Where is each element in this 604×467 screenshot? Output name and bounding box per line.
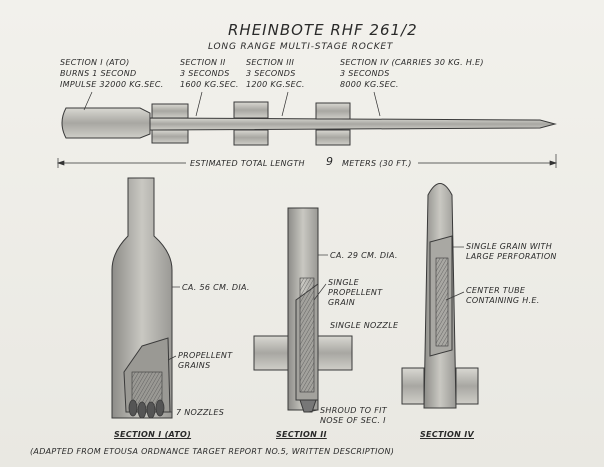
section-one-nozzles: 7 NOZZLES xyxy=(176,408,225,417)
section-four-grain: SINGLE GRAIN WITH LARGE PERFORATION xyxy=(466,242,557,261)
section-four-name: SECTION IV (CARRIES 30 KG. H.E) xyxy=(340,58,484,67)
section-two-grain: SINGLE PROPELLENT GRAIN xyxy=(328,278,383,307)
section-three-name: SECTION III xyxy=(246,58,295,67)
footer-note: (ADAPTED FROM ETOUSA ORDNANCE TARGET REP… xyxy=(30,447,395,456)
section-two-caption: SECTION II xyxy=(276,430,327,439)
diagram-subtitle: LONG RANGE MULTI-STAGE ROCKET xyxy=(208,42,394,52)
section-four-burn: 3 SECONDS xyxy=(340,69,390,78)
section-one-name: SECTION I (ATO) xyxy=(60,58,130,67)
section-two-detail xyxy=(253,207,353,413)
section-one-detail xyxy=(111,177,180,419)
section-one-grains: PROPELLENT GRAINS xyxy=(178,351,233,370)
section-one-caption: SECTION I (ATO) xyxy=(114,430,192,439)
section-three-burn: 3 SECONDS xyxy=(246,69,296,78)
length-dimension xyxy=(56,154,558,168)
length-unit: METERS (30 FT.) xyxy=(342,159,412,168)
section-two-diameter: CA. 29 CM. DIA. xyxy=(330,251,398,260)
section-one-diameter: CA. 56 CM. DIA. xyxy=(182,283,250,292)
section-two-name: SECTION II xyxy=(180,58,226,67)
section-one-burn: BURNS 1 SECOND xyxy=(60,69,137,78)
section-four-detail xyxy=(401,183,479,409)
section-four-tube: CENTER TUBE CONTAINING H.E. xyxy=(466,286,540,305)
section-four-caption: SECTION IV xyxy=(420,430,474,439)
section-one-impulse: IMPULSE 32000 KG.SEC. xyxy=(60,80,164,89)
section-three-impulse: 1200 KG.SEC. xyxy=(246,80,305,89)
length-value: 9 xyxy=(326,155,334,168)
section-two-burn: 3 SECONDS xyxy=(180,69,230,78)
diagram-title: RHEINBOTE RHF 261/2 xyxy=(228,21,418,39)
section-two-impulse: 1600 KG.SEC. xyxy=(180,80,239,89)
leader-lines xyxy=(83,91,381,117)
full-rocket xyxy=(61,101,557,146)
length-caption: ESTIMATED TOTAL LENGTH xyxy=(190,159,305,168)
section-two-shroud: SHROUD TO FIT NOSE OF SEC. I xyxy=(320,406,387,425)
section-two-nozzle: SINGLE NOZZLE xyxy=(330,321,399,330)
section-four-impulse: 8000 KG.SEC. xyxy=(340,80,399,89)
